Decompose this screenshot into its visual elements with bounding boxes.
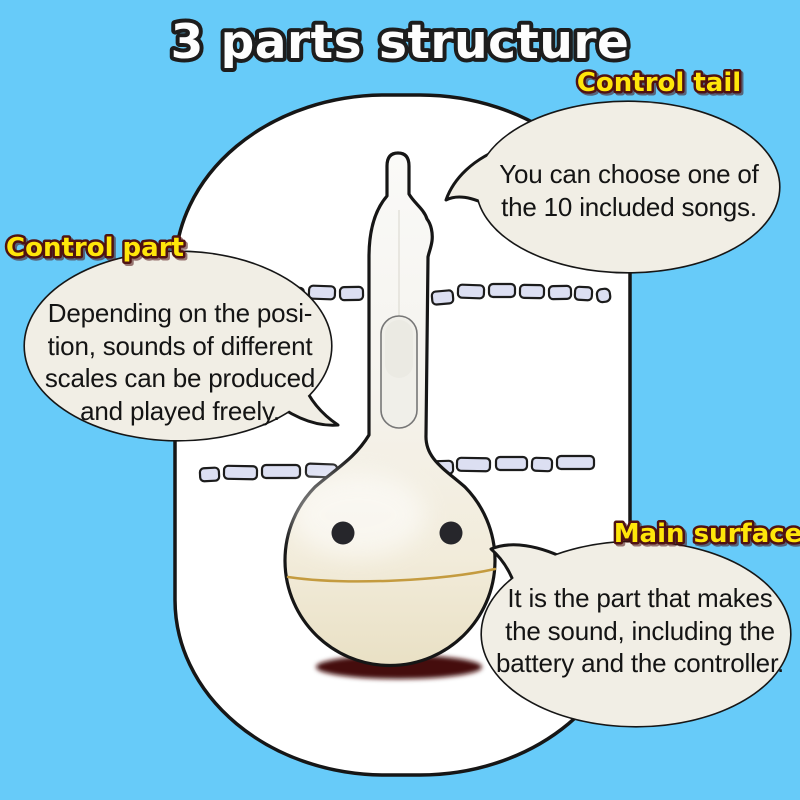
- speech-bubble-control-tail: [444, 100, 781, 274]
- bubble-text-control-tail: You can choose one of the 10 included so…: [499, 159, 759, 222]
- eye-right: [439, 521, 463, 545]
- bubble-text-control-part: Depending on the posi- tion, sounds of d…: [44, 298, 316, 426]
- page-title: 3 parts structure: [171, 15, 630, 70]
- label-control-part: Control part: [6, 233, 184, 263]
- slider-track-inner: [385, 320, 413, 378]
- eye-left: [331, 521, 355, 545]
- speech-bubble-main-surface: [480, 540, 792, 728]
- otamatone-illustration: [283, 151, 497, 679]
- label-control-tail: Control tail: [577, 68, 741, 98]
- speech-bubble-control-part: [23, 250, 340, 442]
- bulb-highlight: [290, 473, 426, 557]
- mouth-line: [286, 567, 497, 583]
- bubble-text-main-surface: It is the part that makes the sound, inc…: [495, 583, 784, 678]
- label-main-surface: Main surface: [614, 519, 800, 549]
